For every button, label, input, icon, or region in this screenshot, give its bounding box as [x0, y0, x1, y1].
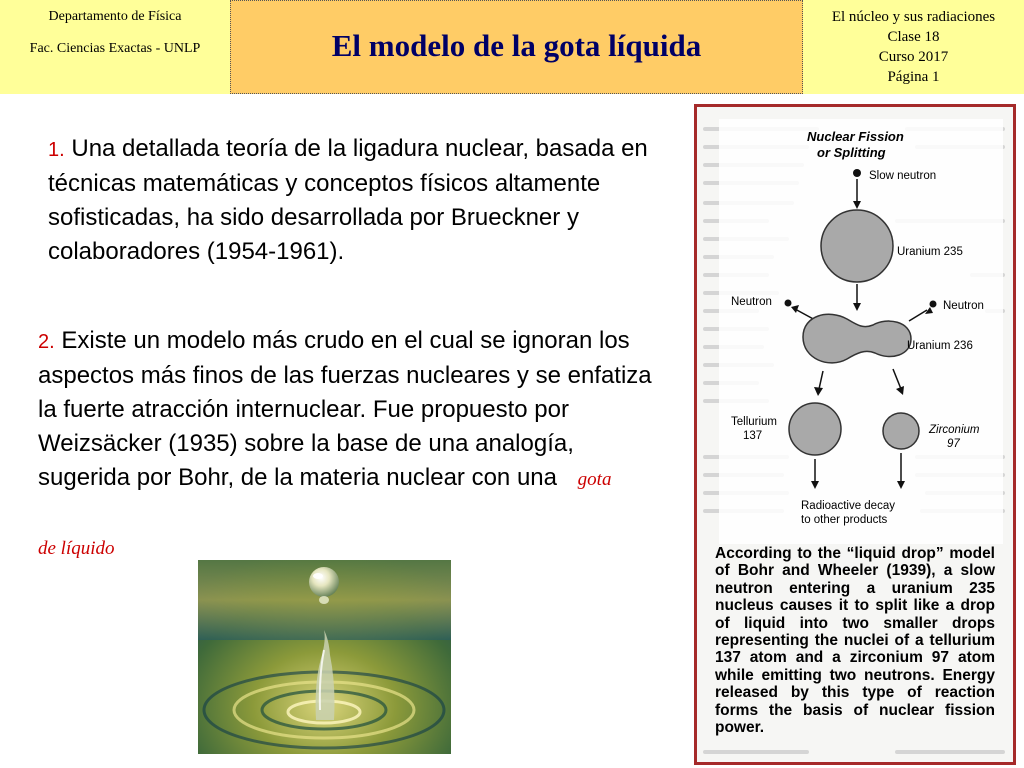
neutron-left-label: Neutron — [731, 296, 772, 308]
paragraph-1: 1. Una detallada teoría de la ligadura n… — [48, 132, 648, 269]
faculty-label: Fac. Ciencias Exactas - UNLP — [29, 41, 201, 56]
page-title: El modelo de la gota líquida — [331, 28, 702, 63]
fission-figure: Nuclear Fission or Splitting Slow neutro… — [694, 104, 1016, 765]
tellurium-label: Tellurium — [731, 416, 777, 428]
zirconium-label: Zirconium — [928, 424, 980, 436]
header-left: Departamento de Física Fac. Ciencias Exa… — [0, 0, 230, 94]
figure-title-line2: or Splitting — [817, 145, 886, 160]
decay-label-line1: Radioactive decay — [801, 500, 895, 512]
zirconium-nucleus — [882, 412, 920, 450]
slow-neutron-label: Slow neutron — [869, 170, 936, 182]
tellurium-mass: 137 — [743, 430, 762, 442]
paragraph-2-text: Existe un modelo más crudo en el cual se… — [38, 327, 652, 491]
paragraph-1-number: 1. — [48, 139, 65, 161]
figure-title-line1: Nuclear Fission — [807, 129, 904, 144]
header-title-box: El modelo de la gota líquida — [230, 0, 803, 94]
department-label: Departamento de Física — [48, 9, 182, 24]
header-right: El núcleo y sus radiaciones Clase 18 Cur… — [803, 0, 1024, 94]
zirconium-mass: 97 — [947, 438, 960, 450]
water-drop-photo — [198, 560, 451, 754]
page-number: Página 1 — [887, 69, 940, 85]
course-topic: El núcleo y sus radiaciones — [831, 9, 996, 25]
paragraph-1-text: Una detallada teoría de la ligadura nucl… — [48, 135, 648, 265]
uranium-236-nucleus — [802, 313, 912, 364]
uranium-235-nucleus — [820, 209, 894, 283]
emphasis-de-liquido: de líquido — [38, 538, 115, 559]
slow-neutron-dot — [853, 169, 861, 177]
decay-label-line2: to other products — [801, 514, 888, 526]
uranium-236-label: Uranium 236 — [907, 340, 973, 352]
uranium-235-label: Uranium 235 — [897, 246, 963, 258]
course-year: Curso 2017 — [878, 49, 949, 65]
paragraph-2: 2. Existe un modelo más crudo en el cual… — [38, 324, 658, 497]
neutron-right-label: Neutron — [943, 300, 984, 312]
class-number: Clase 18 — [887, 29, 940, 45]
figure-caption: According to the “liquid drop” model of … — [715, 545, 995, 737]
emphasis-gota: gota — [577, 469, 612, 490]
paragraph-2-number: 2. — [38, 331, 55, 353]
tellurium-nucleus — [788, 402, 842, 456]
